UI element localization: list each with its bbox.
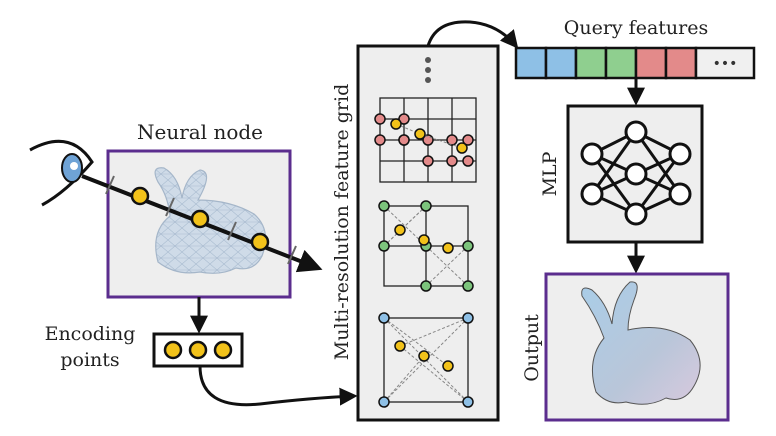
- bunny-mesh: [154, 167, 267, 274]
- eye-icon: [29, 140, 94, 207]
- encoding-points: [163, 340, 233, 360]
- grid-to-features-arrow: [426, 20, 519, 49]
- encoding-label-line1: Encoding: [45, 323, 136, 345]
- coarse-grid: [378, 312, 474, 408]
- ray-ticks: [105, 175, 297, 265]
- query-features-label: Query features: [564, 17, 708, 39]
- medium-grid: [378, 200, 474, 292]
- query-features-bar: [514, 46, 756, 80]
- grid-ellipsis: [425, 57, 431, 83]
- output-bunny-image: [581, 281, 701, 405]
- mlp-label: MLP: [539, 151, 561, 196]
- encoding-to-grid-arrow: [198, 365, 358, 407]
- fine-grid: [374, 97, 477, 183]
- encoding-label-line2: points: [60, 349, 119, 371]
- neural-node-label: Neural node: [137, 120, 263, 144]
- mlp-network-icon: [580, 120, 692, 226]
- sample-points: [130, 186, 270, 252]
- output-label: Output: [521, 314, 543, 382]
- features-ellipsis: •••: [713, 56, 738, 72]
- grid-label: Multi-resolution feature grid: [331, 84, 353, 360]
